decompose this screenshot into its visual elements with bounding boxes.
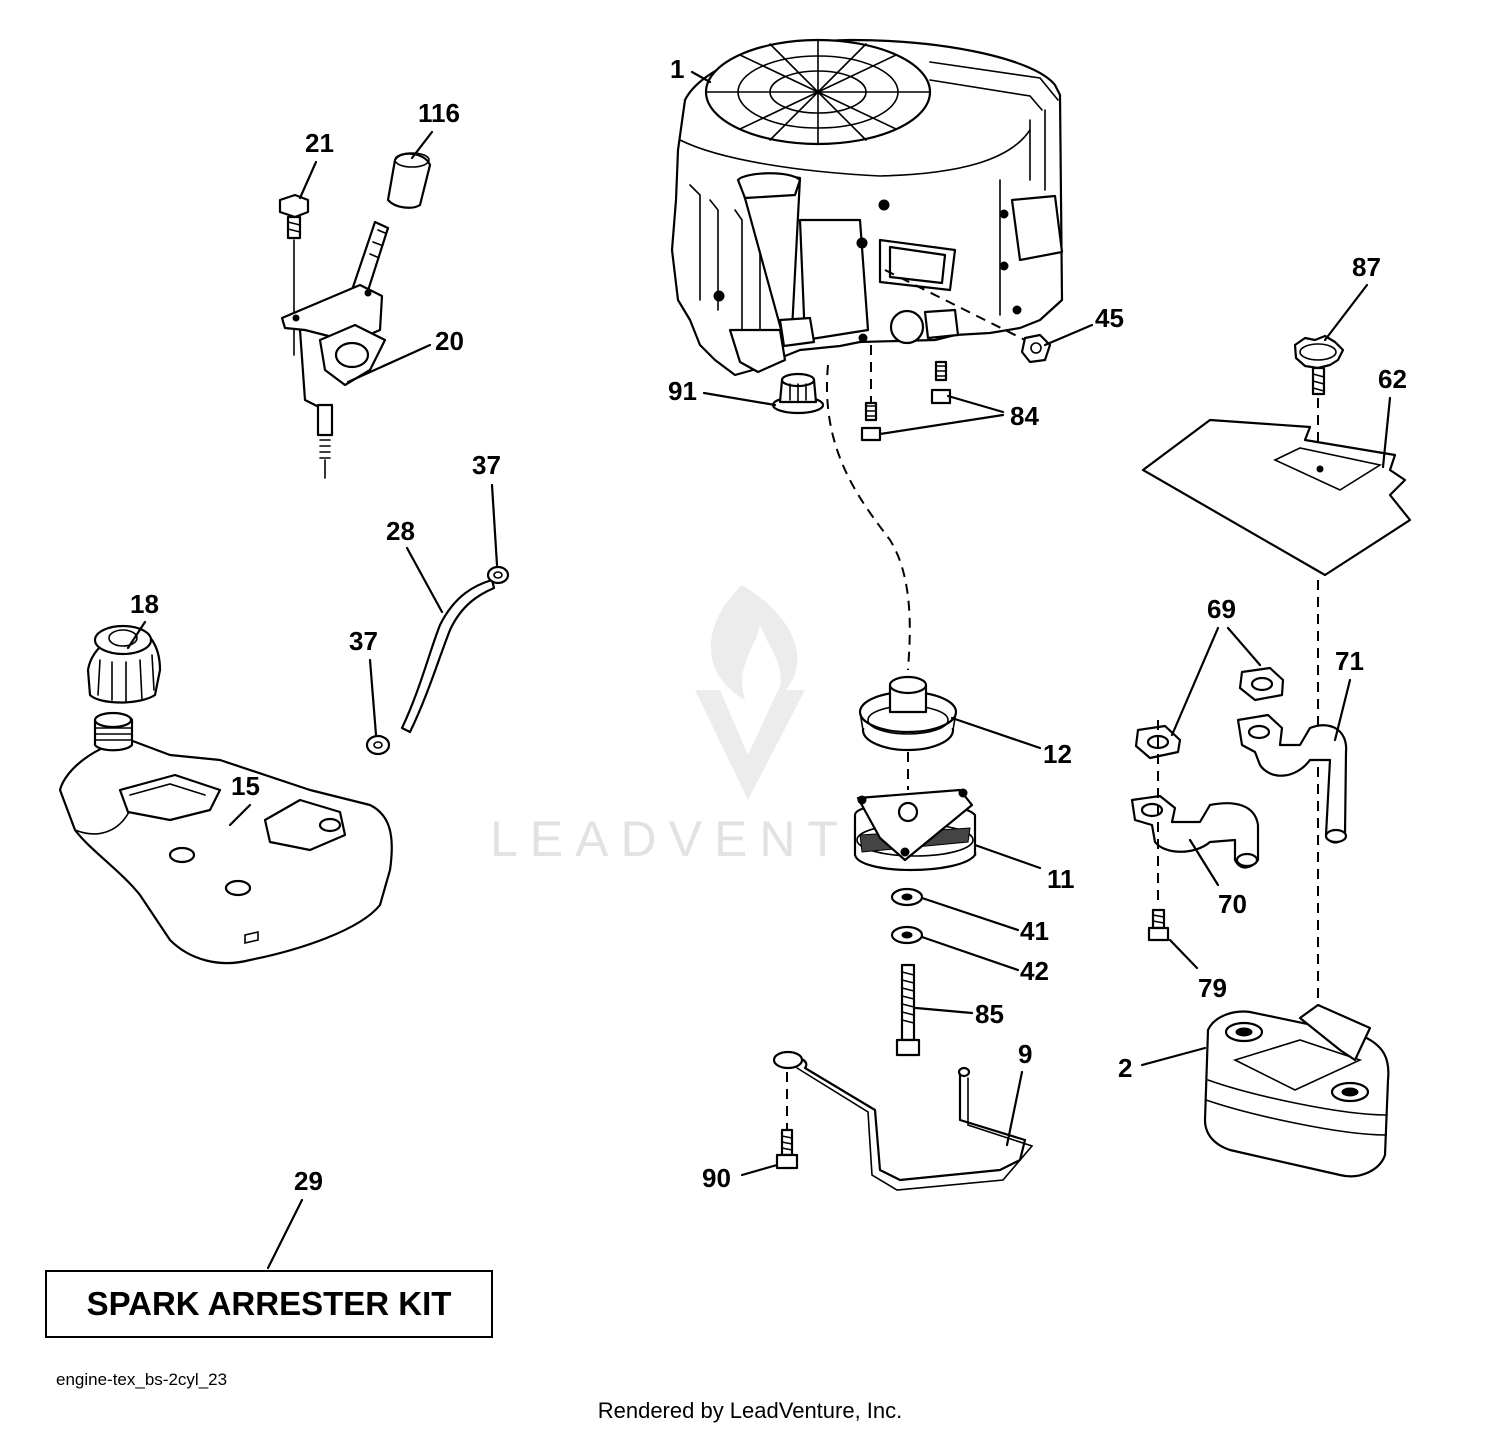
callout-29: 29 [294,1166,323,1196]
callout-37-lower: 37 [349,626,378,656]
part-87-screw [1293,334,1345,396]
part-90-bolt [775,1128,799,1170]
diagram-id: engine-tex_bs-2cyl_23 [56,1370,228,1389]
part-84-bolts [860,345,952,442]
callout-41: 41 [1020,916,1049,946]
callout-45: 45 [1095,303,1124,333]
callout-69: 69 [1207,594,1236,624]
part-42-washer [890,925,924,945]
engine [670,38,1064,377]
callout-91: 91 [668,376,697,406]
part-28-fuel-line [400,578,496,734]
part-71-pipe [1236,713,1348,844]
callout-2: 2 [1118,1053,1132,1083]
part-91-bushing [771,372,825,415]
part-116-knob [386,152,432,209]
part-11-clutch [853,788,977,872]
callout-21: 21 [305,128,334,158]
part-20-throttle-control [280,220,390,479]
render-credit: Rendered by LeadVenture, Inc. [597,1398,903,1423]
callout-84: 84 [1010,401,1039,431]
callout-37-upper: 37 [472,450,501,480]
callout-42: 42 [1020,956,1049,986]
part-9-rod [772,1050,1034,1191]
spark-arrester-kit-label: SPARK ARRESTER KIT [45,1270,493,1338]
callout-71: 71 [1335,646,1364,676]
callout-18: 18 [130,589,159,619]
part-37-clamp [486,565,510,585]
callout-70: 70 [1218,889,1247,919]
callout-85: 85 [975,999,1004,1029]
part-37-clamp-lower [365,734,391,756]
part-12-pulley [858,675,958,752]
part-18-fuel-cap [86,624,162,704]
callout-79: 79 [1198,973,1227,1003]
leader-lines [126,70,1392,1270]
part-2-muffler [1203,1003,1390,1178]
callouts: 1 116 21 20 45 87 62 91 84 37 28 37 18 1… [130,54,1407,1196]
callout-20: 20 [435,326,464,356]
part-21-bolt [278,193,310,240]
callout-116: 116 [418,98,460,128]
part-41-washer [890,887,924,907]
callout-12: 12 [1043,739,1072,769]
callout-90: 90 [702,1163,731,1193]
callout-1: 1 [670,54,684,84]
part-62-heat-shield [1141,418,1412,577]
part-79-bolt [1147,908,1170,942]
part-70-pipe [1130,794,1260,869]
callout-11: 11 [1047,864,1075,894]
part-45-nut [1020,333,1052,364]
callout-9: 9 [1018,1039,1032,1069]
callout-62: 62 [1378,364,1407,394]
callout-28: 28 [386,516,415,546]
part-85-bolt [895,963,921,1057]
part-15-fuel-tank [58,711,393,965]
callout-87: 87 [1352,252,1381,282]
callout-15: 15 [231,771,260,801]
